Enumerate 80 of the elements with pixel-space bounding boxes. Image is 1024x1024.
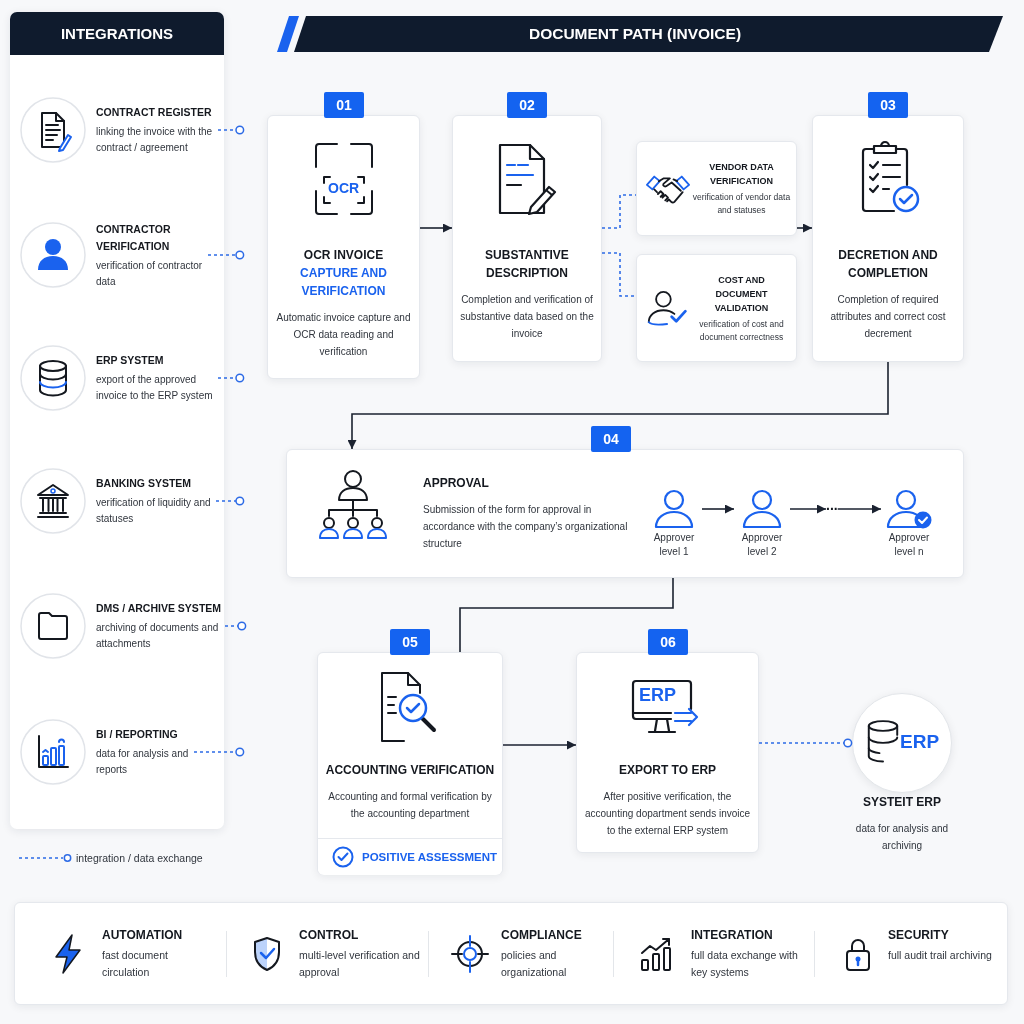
caption-text: data for analysis and archiving — [854, 822, 950, 853]
item-title: BANKING SYSTEM — [96, 476, 192, 491]
card-description: verification of cost and document correctness — [698, 317, 785, 344]
step-number: 04 — [591, 426, 631, 452]
feature-title: SECURITY — [888, 927, 949, 944]
feature-title: COMPLIANCE — [501, 927, 582, 944]
arrow — [836, 504, 882, 514]
dotted-connector — [217, 373, 245, 383]
panel-heading: INTEGRATIONS — [10, 12, 224, 55]
step-number: 02 — [507, 92, 547, 118]
item-description: data for analysis and reports — [96, 747, 190, 777]
erp-label: ERP — [900, 732, 940, 753]
card-title: SUBSTANTIVE DESCRIPTION — [484, 247, 570, 282]
feature-bar — [14, 902, 1008, 1005]
card-description: Automatic invoice capture and OCR data reading and verification — [275, 311, 412, 359]
integrations-panel — [10, 12, 224, 829]
card-description: Completion and verification of substantive data based on the invoice — [459, 293, 595, 341]
arrow — [789, 504, 827, 514]
item-description: linking the invoice with the contract / agreement — [96, 125, 214, 155]
legend-label: integration / data exchange — [76, 851, 203, 866]
item-description: archiving of documents and attachments — [96, 621, 220, 651]
feature-title: AUTOMATION — [102, 927, 183, 944]
card-description: Submission of the form for approval in accordance with the company’s organizational structure — [423, 503, 629, 551]
card-title: ACCOUNTING VERIFICATION — [325, 762, 495, 779]
assessment-label: POSITIVE ASSESSMENT — [362, 850, 498, 865]
approver-label: Approver level n — [887, 531, 931, 559]
item-title: BI / REPORTING — [96, 727, 178, 742]
arrow — [502, 740, 577, 750]
feature-title: CONTROL — [299, 927, 359, 944]
item-title: CONTRACT REGISTER — [96, 105, 212, 120]
dotted-connector — [217, 125, 245, 135]
arrow — [701, 504, 735, 514]
card-description: Accounting and formal verification by the accounting department — [327, 790, 493, 821]
card-subtitle: CAPTURE AND VERIFICATION — [299, 265, 388, 300]
step-number: 03 — [868, 92, 908, 118]
dotted-connector — [758, 738, 853, 748]
item-title: ERP SYSTEM — [96, 353, 164, 368]
assessment-bar — [318, 838, 502, 875]
step-number: 06 — [648, 629, 688, 655]
card-title: APPROVAL — [423, 475, 489, 492]
item-title: CONTRACTOR VERIFICATION — [96, 221, 172, 254]
card-description: After positive verification, the accounting dopartment sends invoice to the external ERP system — [583, 790, 752, 838]
approver-label: Approver level 2 — [740, 531, 784, 559]
dotted-connector — [224, 621, 247, 631]
feature-description: full audit trail archiving — [888, 948, 992, 963]
item-title: DMS / ARCHIVE SYSTEM — [96, 601, 222, 616]
ocr-label: OCR — [328, 181, 360, 197]
feature-title: INTEGRATION — [691, 927, 773, 944]
arrow — [347, 361, 889, 450]
dotted-connector — [215, 496, 245, 506]
feature-description: full data exchange with key systems — [691, 948, 799, 980]
item-description: export of the approved invoice to the ERP system — [96, 373, 214, 403]
feature-description: multi-level verification and approval — [299, 948, 421, 980]
step-number: 01 — [324, 92, 364, 118]
dotted-connector — [207, 250, 245, 260]
card-title: DECRETION AND COMPLETION — [837, 247, 939, 282]
approver-label: Approver level 1 — [652, 531, 696, 559]
card-title: EXPORT TO ERP — [618, 762, 717, 779]
card-title: VENDOR DATA VERIFICATION — [708, 161, 775, 188]
info-card — [636, 141, 797, 236]
feature-description: policies and organizational — [501, 948, 568, 980]
card-title: OCR INVOICE — [303, 247, 384, 264]
caption-title: SYSTEIT ERP — [863, 794, 941, 811]
card-description: Completion of required attributes and correct cost decrement — [829, 293, 947, 341]
ellipsis: ... — [826, 497, 838, 513]
card-title: COST AND DOCUMENT VALIDATION — [713, 273, 770, 315]
diagram-title: DOCUMENT PATH (INVOICE) — [528, 24, 742, 44]
item-description: verification of liquidity and statuses — [96, 496, 212, 526]
step-number: 05 — [390, 629, 430, 655]
feature-description: fast document circulation — [102, 948, 169, 980]
item-description: verification of contractor data — [96, 258, 204, 289]
arrow — [419, 223, 453, 233]
info-card — [636, 254, 797, 362]
dotted-connector — [193, 747, 245, 757]
arrow — [796, 223, 813, 233]
dotted-connector — [601, 252, 637, 297]
dotted-connector — [601, 194, 637, 229]
connector-line — [459, 577, 674, 653]
card-description: verification of vendor data and statuses — [691, 191, 792, 217]
erp-label: ERP — [639, 686, 676, 706]
